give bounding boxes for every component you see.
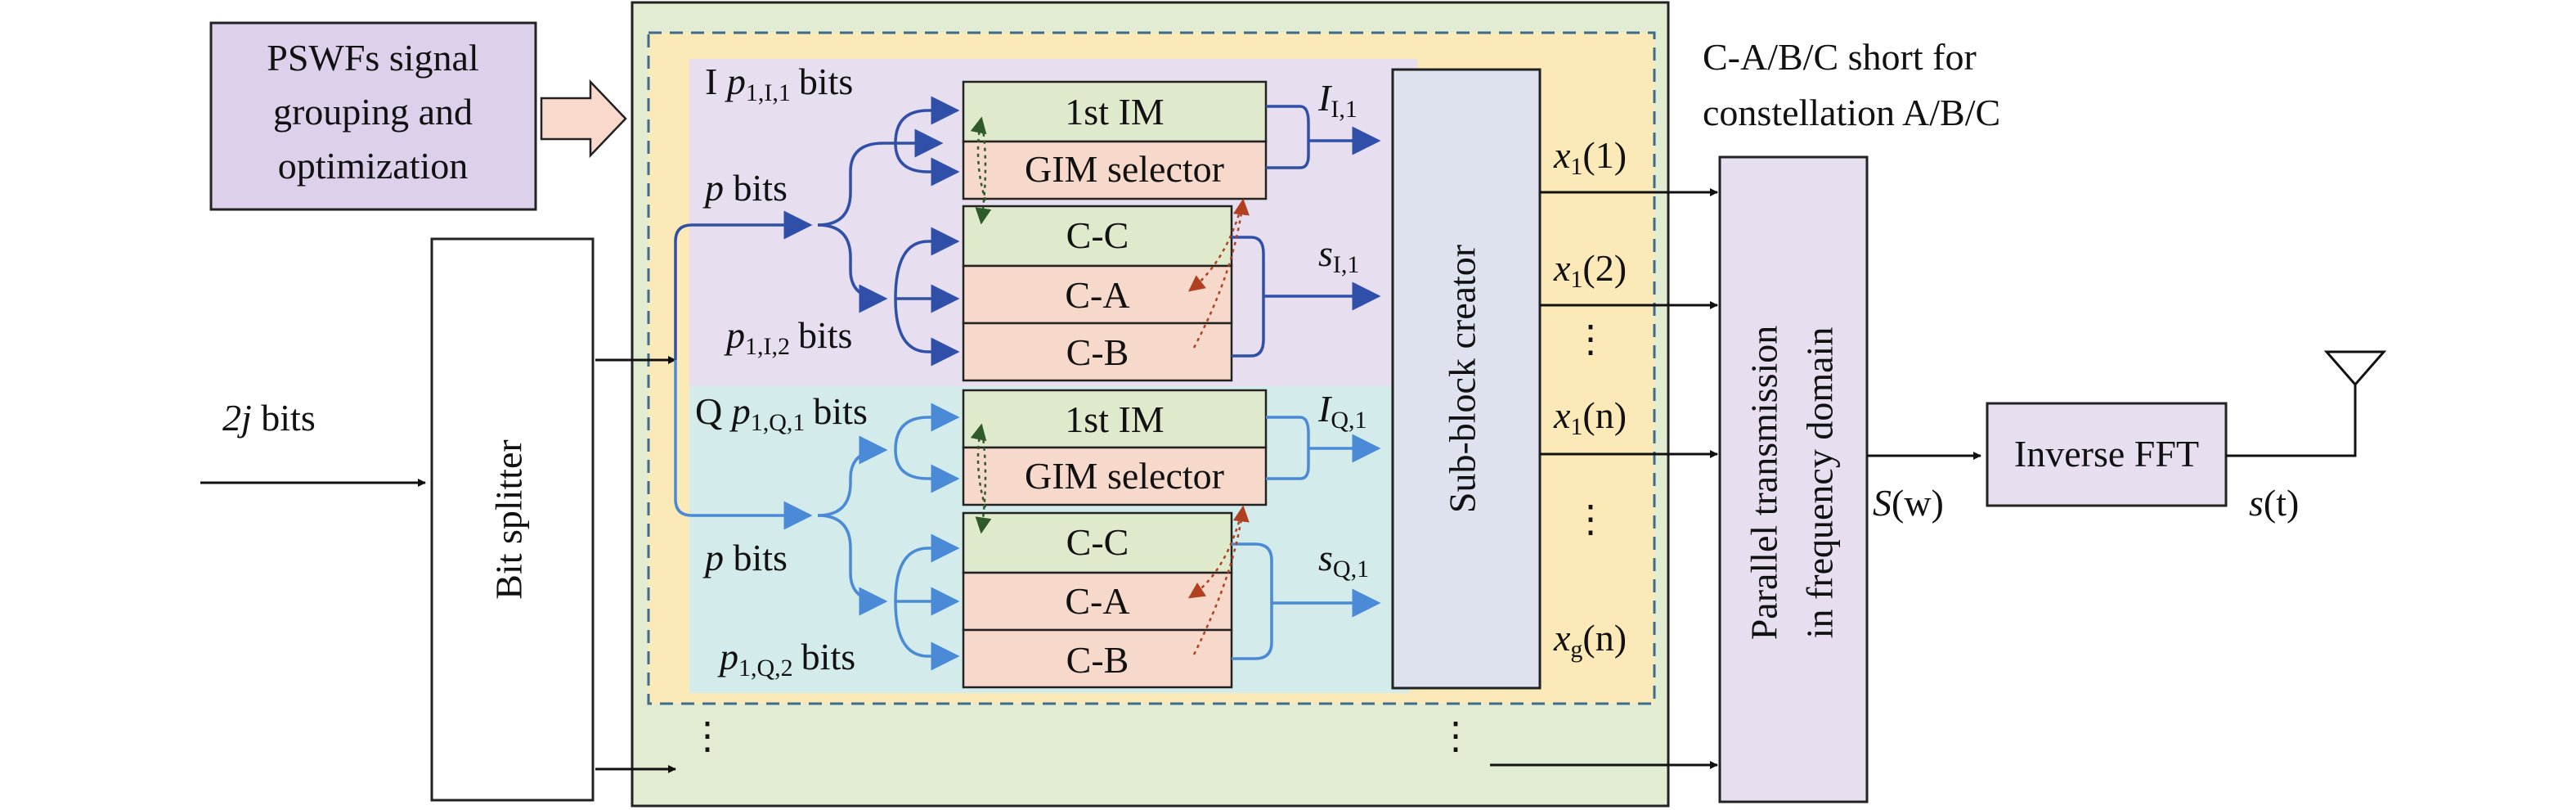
i-cc-label: C-C bbox=[1066, 214, 1129, 256]
i-dotted-red bbox=[1192, 198, 1250, 349]
i-im-out bbox=[1266, 105, 1310, 169]
i-fork-down bbox=[817, 223, 888, 313]
input-bits-label: 2j bits bbox=[222, 397, 316, 439]
block-arrow bbox=[540, 79, 627, 159]
pswf-grouping-box: PSWFs signal grouping and optimization bbox=[209, 21, 537, 211]
q-c-in-bot bbox=[894, 601, 960, 671]
i-dotted-red-2 bbox=[1188, 200, 1245, 292]
i-im-in-bot bbox=[894, 142, 960, 187]
i-1st-im-block bbox=[962, 80, 1268, 143]
parallel-transmission-box: Parallel transmission in frequency domai… bbox=[1718, 155, 1869, 803]
i-p-label: p bits bbox=[702, 167, 788, 209]
splitter-ellipsis: ⋮ bbox=[689, 715, 726, 757]
sub-block-creator-box: Sub-block creator bbox=[1391, 68, 1542, 690]
i-dotted-green-2 bbox=[975, 118, 992, 225]
st-label: s(t) bbox=[2249, 482, 2299, 524]
q-ca-label: C-A bbox=[1065, 580, 1129, 622]
q-gim-label: GIM selector bbox=[1025, 455, 1224, 497]
inverse-fft-label: Inverse FFT bbox=[2014, 433, 2199, 475]
q-1st-im-label: 1st IM bbox=[1065, 398, 1164, 440]
output-x1-1: x1(1) bbox=[1553, 134, 1627, 180]
q-trunk-connector bbox=[674, 360, 813, 530]
q-dotted-red-2 bbox=[1187, 506, 1245, 599]
q-s-output-label: sQ,1 bbox=[1318, 537, 1369, 583]
pswf-line-1: PSWFs signal bbox=[267, 37, 478, 79]
note-line-1: C-A/B/C short for bbox=[1703, 36, 1977, 78]
parallel-line-2: in frequency domain bbox=[1799, 327, 1841, 639]
q-dotted-red bbox=[1192, 505, 1250, 655]
q-p-label: p bits bbox=[702, 537, 788, 578]
i-gim-block bbox=[962, 140, 1268, 200]
i-trunk-connector bbox=[674, 210, 813, 360]
output-ellipsis-2: ⋮ bbox=[1572, 498, 1609, 540]
q-dotted-green bbox=[970, 423, 987, 508]
i-c-in-top bbox=[894, 227, 960, 299]
output-x1-2: x1(2) bbox=[1553, 247, 1627, 293]
i-c-in-bot bbox=[894, 298, 960, 367]
q-gim-block bbox=[962, 446, 1268, 506]
pswf-line-2: grouping and bbox=[273, 91, 473, 133]
q-cc-label: C-C bbox=[1066, 521, 1129, 563]
i-dotted-green bbox=[970, 116, 987, 201]
q-cb-block bbox=[962, 628, 1233, 689]
bit-splitter-label: Bit splitter bbox=[488, 439, 530, 600]
i-fork-up bbox=[817, 128, 944, 227]
note-line-2: constellation A/B/C bbox=[1703, 92, 2000, 133]
output-xg-n: xg(n) bbox=[1553, 617, 1627, 663]
parallel-line-1: Parallel transmission bbox=[1744, 326, 1785, 641]
sw-label: S(w) bbox=[1873, 482, 1944, 524]
antenna-icon bbox=[2226, 350, 2387, 457]
q-cb-label: C-B bbox=[1066, 639, 1129, 681]
i-ca-label: C-A bbox=[1065, 274, 1129, 316]
i-im-in-top bbox=[894, 96, 960, 144]
i-1st-im-label: 1st IM bbox=[1065, 91, 1164, 133]
bit-splitter-box: Bit splitter bbox=[430, 237, 595, 802]
output-x1-n: x1(n) bbox=[1553, 394, 1627, 440]
creator-ellipsis: ⋮ bbox=[1437, 715, 1474, 757]
i-s-output-label: sI,1 bbox=[1318, 232, 1359, 278]
i-cb-label: C-B bbox=[1066, 331, 1129, 373]
q-im-out bbox=[1266, 416, 1310, 480]
q-im-in-top bbox=[894, 403, 960, 451]
q-I-output-label: IQ,1 bbox=[1317, 388, 1367, 434]
i-ca-block bbox=[962, 264, 1233, 325]
i-I-output-label: II,1 bbox=[1317, 77, 1358, 123]
pswf-line-3: optimization bbox=[278, 145, 469, 187]
q-c-out bbox=[1232, 542, 1273, 660]
sub-block-creator-label: Sub-block creator bbox=[1442, 245, 1483, 513]
output-ellipsis-1: ⋮ bbox=[1572, 318, 1609, 360]
i-gim-label: GIM selector bbox=[1025, 148, 1224, 190]
i-cb-block bbox=[962, 322, 1233, 382]
q-im-in-bot bbox=[894, 449, 960, 493]
dashed-border bbox=[647, 31, 1656, 705]
q-c-in-top bbox=[894, 533, 960, 602]
inverse-fft-box: Inverse FFT bbox=[1986, 402, 2228, 507]
q-fork-up bbox=[817, 435, 888, 517]
q-fork-down bbox=[817, 514, 888, 616]
